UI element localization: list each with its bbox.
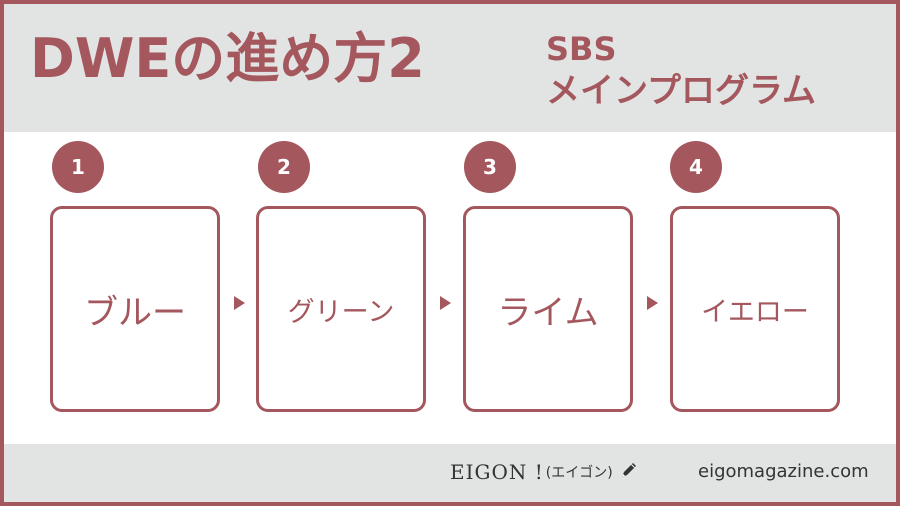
step-3-badge: 3: [464, 141, 516, 193]
header-band: [4, 4, 896, 132]
brand-name: EIGON !: [450, 460, 544, 484]
step-1-label: ブルー: [84, 292, 186, 333]
step-2-badge: 2: [258, 141, 310, 193]
brand: EIGON ! (エイゴン): [450, 458, 639, 486]
step-1-badge: 1: [52, 141, 104, 193]
footer-band: [4, 444, 896, 502]
step-4-card: イエロー: [670, 206, 840, 412]
arrow-right-icon: [647, 296, 658, 310]
step-3-label: ライム: [497, 292, 599, 333]
step-1-card: ブルー: [50, 206, 220, 412]
pencil-icon: [619, 460, 639, 485]
arrow-right-icon: [440, 296, 451, 310]
step-3-card: ライム: [463, 206, 633, 412]
step-4-badge: 4: [670, 141, 722, 193]
step-2-label: グリーン: [287, 296, 395, 328]
site-url[interactable]: eigomagazine.com: [698, 461, 869, 482]
page-title: DWEの進め方2: [30, 27, 425, 90]
brand-kana: (エイゴン): [545, 465, 613, 481]
subtitle-main-program: メインプログラム: [546, 71, 816, 111]
arrow-right-icon: [234, 296, 245, 310]
subtitle-sbs: SBS: [546, 30, 617, 68]
step-4-label: イエロー: [701, 296, 809, 328]
step-2-card: グリーン: [256, 206, 426, 412]
